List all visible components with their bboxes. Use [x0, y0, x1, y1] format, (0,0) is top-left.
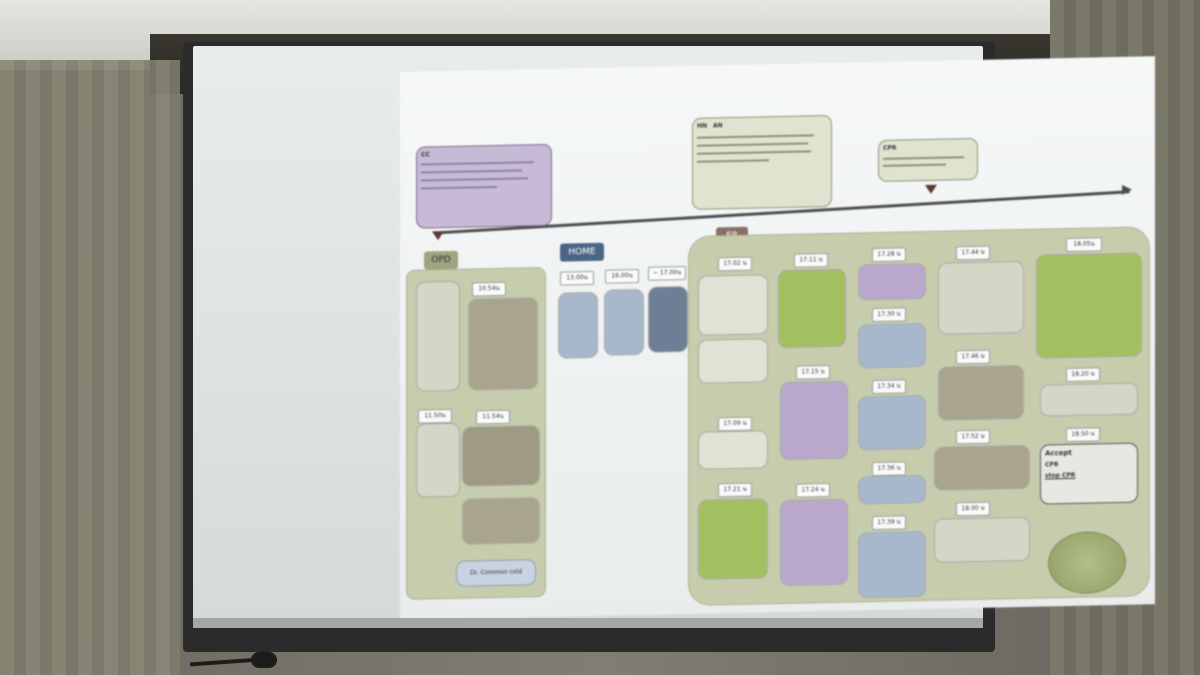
- opd-exam-box: [468, 297, 538, 391]
- home-event-3: [648, 285, 688, 353]
- er-cpr-box: [780, 498, 848, 587]
- opd-vitals-box: [416, 280, 460, 392]
- opd-footer-note: Dr. Common cold: [456, 559, 536, 587]
- opd-lab-box: [416, 422, 460, 498]
- curtain-left: [0, 60, 180, 675]
- er-med-box-5: [858, 530, 926, 599]
- er-time-7: 17.28 น: [872, 247, 906, 263]
- home-label: HOME: [560, 242, 604, 262]
- er-time-10: 17.36 น: [872, 461, 906, 477]
- text-line: [697, 134, 814, 139]
- er-time-6: 17.24 น: [796, 482, 830, 498]
- er-time-15: 18.00 น: [956, 501, 990, 517]
- er-time-13: 17.46 น: [956, 349, 990, 365]
- text-line: [697, 159, 769, 163]
- home-time-3: ~ 17.00น: [648, 266, 686, 281]
- projected-slide: CC OPD 10.54น 11.50น 11.54น Dr. Common c…: [400, 56, 1155, 621]
- er-time-14: 17.52 น: [956, 429, 990, 445]
- projection-screen: CC OPD 10.54น 11.50น 11.54น Dr. Common c…: [193, 46, 1155, 626]
- home-event-1: [558, 291, 598, 359]
- cpr-note-box: CPR: [878, 137, 978, 182]
- er-med-box-4: [858, 474, 926, 505]
- er-time-3: 17.09 น: [718, 416, 752, 432]
- text-line: [421, 161, 535, 166]
- opd-diagnosis-box: [462, 425, 540, 487]
- er-note-box-2: [938, 364, 1024, 421]
- home-event-2: [604, 288, 644, 356]
- opd-down-arrow: [432, 231, 444, 241]
- er-cpr-keyword: CPR: [1045, 461, 1059, 469]
- er-time-4: 17.15 น: [796, 364, 830, 380]
- text-line: [421, 177, 529, 182]
- er-ekg-box: [698, 498, 768, 580]
- er-stop-cpr-box: Accept CPR stop CPR: [1040, 442, 1138, 505]
- cpr-down-arrow: [925, 184, 937, 195]
- opd-plan-box: [462, 497, 540, 545]
- er-note-box-3: [934, 444, 1030, 491]
- text-line: [883, 163, 946, 167]
- er-med-box-2: [858, 322, 926, 369]
- er-med-box-1: [858, 262, 926, 301]
- er-time-9: 17.34 น: [872, 379, 906, 395]
- opd-history-box: CC: [416, 143, 552, 229]
- er-note-box-4: [934, 516, 1030, 563]
- er-time-5: 17.21 น: [718, 482, 752, 498]
- er-time-2: 17.11 น: [794, 253, 828, 268]
- er-time-8: 17.30 น: [872, 307, 906, 323]
- screen-bottom-bar: [193, 618, 983, 628]
- er-iv-box: [698, 430, 768, 470]
- microphone-arm: [189, 657, 261, 667]
- timeline-arrowhead: [1122, 184, 1132, 195]
- text-line: [883, 156, 964, 160]
- home-time-1: 13.00น: [560, 270, 594, 286]
- opd-history-title: CC: [421, 151, 430, 159]
- er-med-box-3: [858, 394, 926, 451]
- er-time-16: 18.05น: [1066, 237, 1102, 253]
- er-adrenaline-box: [780, 380, 848, 461]
- microphone: [189, 652, 285, 674]
- er-time-11: 17.39 น: [872, 515, 906, 531]
- er-an-label: AN: [712, 122, 723, 130]
- er-initial-box: [698, 274, 768, 336]
- cpr-note-keyword: CPR: [883, 144, 897, 152]
- opd-time-1: 10.54น: [472, 281, 506, 297]
- text-line: [421, 169, 522, 174]
- er-hn-label: HN: [697, 122, 708, 130]
- er-time-1: 17.02 น: [718, 256, 752, 272]
- er-time-17: 18.20 น: [1066, 367, 1100, 383]
- er-time-12: 17.44 น: [956, 245, 990, 261]
- opd-label: OPD: [424, 250, 458, 270]
- opd-time-3: 11.54น: [476, 409, 510, 425]
- text-line: [697, 142, 808, 147]
- microphone-head: [251, 652, 277, 668]
- er-stop-cpr-keyword: stop CPR: [1045, 471, 1076, 480]
- er-note-box-1: [938, 260, 1024, 335]
- er-resus-box: [1036, 252, 1142, 359]
- text-line: [697, 150, 812, 155]
- er-history-box: HN AN: [692, 114, 832, 210]
- home-time-2: 16.00น: [605, 268, 639, 284]
- er-oxygen-box: [698, 338, 768, 384]
- er-consult-box: [778, 268, 846, 349]
- er-family-box: [1040, 382, 1138, 417]
- er-accept-keyword: Accept: [1045, 448, 1072, 458]
- er-time-18: 18.50 น: [1066, 427, 1100, 443]
- opd-time-2: 11.50น: [418, 408, 452, 424]
- text-line: [421, 185, 497, 190]
